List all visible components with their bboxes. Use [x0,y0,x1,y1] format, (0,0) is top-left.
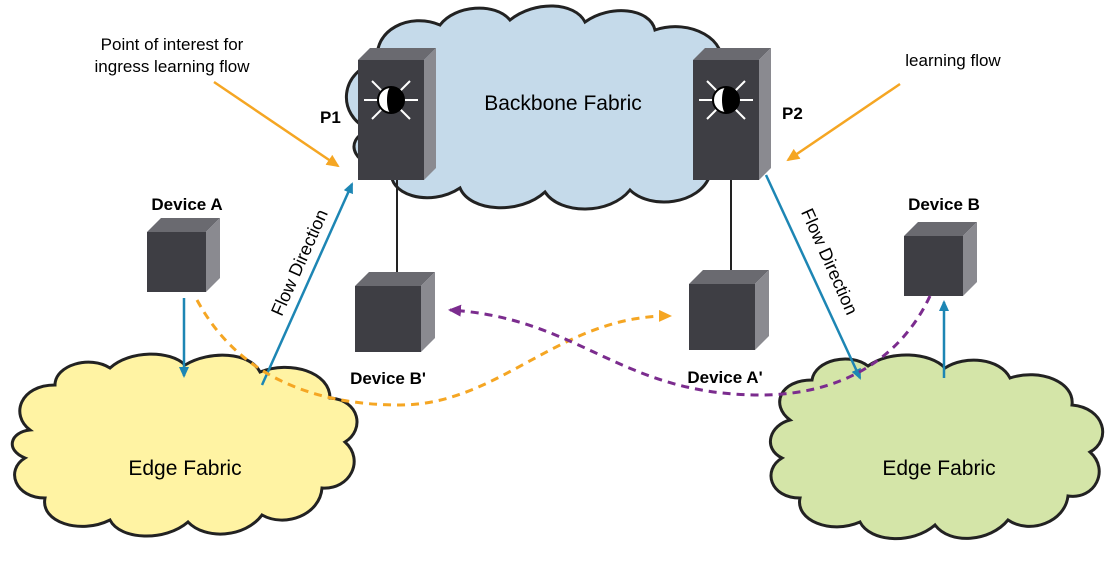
purple-learning-flow [448,295,932,397]
edge-to-p1-flow-arrow [260,182,354,386]
device-a-box [147,218,220,292]
p2-label: P2 [782,104,803,123]
orange-learning-flow [195,299,672,407]
left-callout-line2: ingress learning flow [95,57,251,76]
right-callout: learning flow [905,51,1001,70]
edge-fabric-left-label: Edge Fabric [128,457,241,480]
switch-router-icon [699,80,753,120]
device-b-label: Device B [908,195,980,214]
device-b-prime-label: Device B' [350,369,426,388]
right-callout-arrow [786,82,901,162]
device-a-prime-label: Device A' [687,368,762,387]
left-callout-line1: Point of interest for [101,35,244,54]
edge-fabric-left-cloud [11,352,359,538]
device-a-label: Device A [151,195,222,214]
switch-p2 [693,48,771,180]
device-b-box [904,222,977,296]
switch-p1 [358,48,436,180]
p2-to-edge-flow-arrow [764,174,862,380]
edge-fabric-right-label: Edge Fabric [882,457,995,480]
device-b-prime-box [355,272,435,352]
switch-router-icon [364,80,418,120]
p1-label: P1 [320,108,341,127]
left-callout-arrow [213,80,340,168]
edge-fabric-right-cloud [769,353,1105,540]
backbone-fabric-label: Backbone Fabric [484,92,642,115]
device-a-prime-box [689,270,769,350]
